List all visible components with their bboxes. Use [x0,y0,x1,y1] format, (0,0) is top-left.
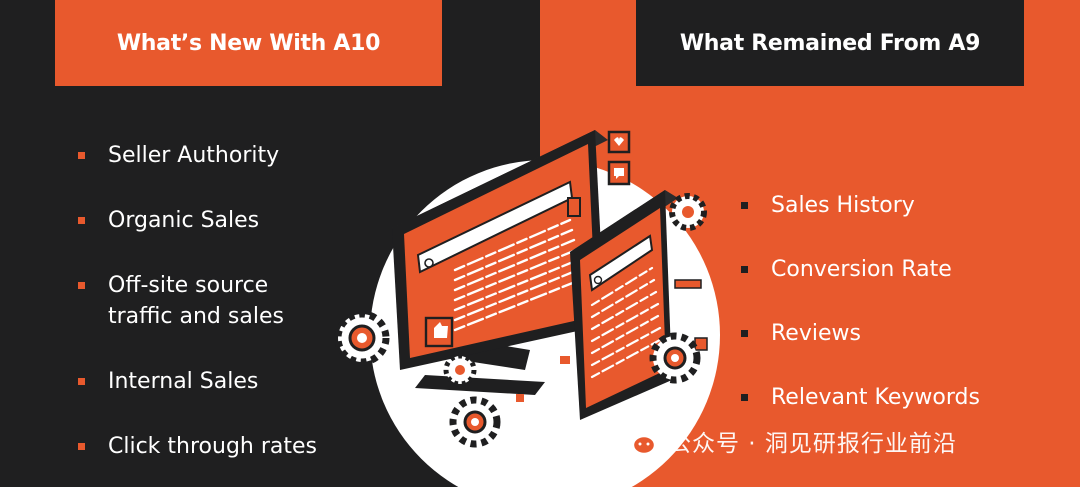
right-header: What Remained From A9 [636,0,1024,86]
left-title: What’s New With A10 [116,30,381,56]
list-item: Seller Authority [78,140,317,171]
gear-icon [443,353,477,387]
bullet-icon [741,330,748,337]
tablet-icon [570,190,678,420]
wechat-icon [618,425,657,456]
bullet-icon [78,152,85,159]
bullet-icon [741,266,748,273]
devices-illustration [334,130,720,487]
gear-icon [449,396,501,448]
bullet-icon [78,217,85,224]
list-item: Reviews [741,318,980,349]
bullet-icon [78,378,85,385]
list-item: Relevant Keywords [741,382,980,413]
gear-icon [669,193,707,231]
list-item: Click through rates [78,431,317,462]
right-title: What Remained From A9 [679,30,981,56]
list-item: Internal Sales [78,366,317,397]
search-icon [424,258,434,268]
desktop-monitor-icon [392,130,608,370]
list-item: Conversion Rate [741,254,980,285]
watermark: 公众号 · 洞见研报行业前沿 [618,424,957,458]
bullet-icon [78,443,85,450]
left-header: What’s New With A10 [55,0,442,86]
remained-features-list: Sales History Conversion Rate Reviews Re… [741,190,980,446]
bullet-icon [741,394,748,401]
watermark-text: 公众号 · 洞见研报行业前沿 [668,431,957,457]
new-features-list: Seller Authority Organic Sales Off-site … [78,140,317,487]
bullet-icon [741,202,748,209]
list-item: Organic Sales [78,205,317,236]
list-item: Sales History [741,190,980,221]
bullet-icon [78,282,85,289]
search-icon [593,275,603,285]
gear-icon [649,332,701,384]
gear-icon [334,310,390,366]
